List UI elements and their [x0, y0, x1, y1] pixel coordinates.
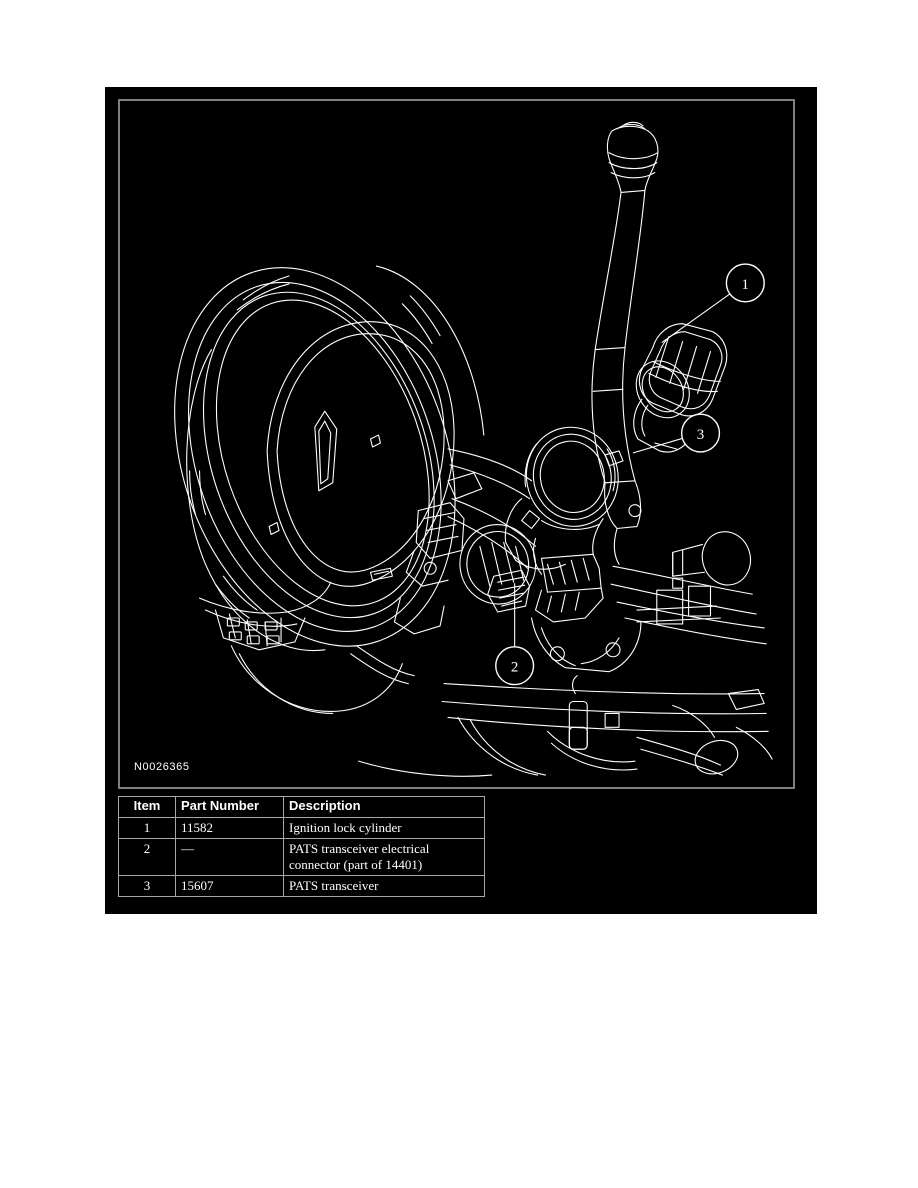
callout-3: 3 — [632, 413, 721, 454]
row-description: PATS transceiver electrical connector (p… — [283, 838, 485, 876]
callout-1: 1 — [661, 263, 765, 344]
callout-1-number: 1 — [742, 277, 749, 293]
row-description: PATS transceiver — [283, 874, 485, 898]
callout-2: 2 — [495, 583, 535, 686]
table-row: 3 15607 PATS transceiver — [118, 874, 485, 898]
callout-3-number: 3 — [697, 427, 704, 443]
row-part-number: 15607 — [175, 874, 284, 898]
callout-markers: 1 3 2 — [495, 263, 765, 686]
parts-table-header: Item Part Number Description — [118, 796, 485, 818]
parts-table: Item Part Number Description 1 11582 Ign… — [118, 796, 485, 898]
illustration-background — [120, 101, 793, 787]
table-row: 2 — PATS transceiver electrical connecto… — [118, 838, 485, 876]
table-row: 1 11582 Ignition lock cylinder — [118, 816, 485, 840]
row-part-number: 11582 — [175, 816, 284, 840]
document-panel: 1 3 2 N0026365 Item Par — [105, 87, 817, 914]
header-item: Item — [118, 796, 176, 818]
parts-table-container: Item Part Number Description 1 11582 Ign… — [118, 796, 485, 898]
illustration-frame: 1 3 2 N0026365 — [118, 99, 795, 789]
header-description: Description — [283, 796, 485, 818]
steering-column-assembly — [358, 472, 773, 777]
row-description: Ignition lock cylinder — [283, 816, 485, 840]
steering-wheel — [174, 265, 537, 714]
left-dash-bracket — [393, 472, 483, 635]
figure-id-label: N0026365 — [134, 761, 190, 773]
callout-2-number: 2 — [511, 660, 518, 676]
ignition-lock-cylinder — [633, 323, 728, 453]
row-part-number: — — [175, 838, 284, 876]
parts-table-body: 1 11582 Ignition lock cylinder 2 — PATS … — [118, 816, 485, 898]
pats-transceiver-connector — [487, 569, 531, 613]
pats-transceiver — [521, 426, 624, 530]
gear-shift-lever — [591, 121, 659, 565]
right-bracket — [636, 531, 752, 625]
row-item-number: 3 — [118, 874, 176, 898]
technical-illustration: 1 3 2 — [120, 101, 793, 787]
row-item-number: 1 — [118, 816, 176, 840]
header-part-number: Part Number — [175, 796, 284, 818]
line-art-group — [174, 121, 773, 777]
row-item-number: 2 — [118, 838, 176, 876]
table-header-row: Item Part Number Description — [118, 796, 485, 818]
